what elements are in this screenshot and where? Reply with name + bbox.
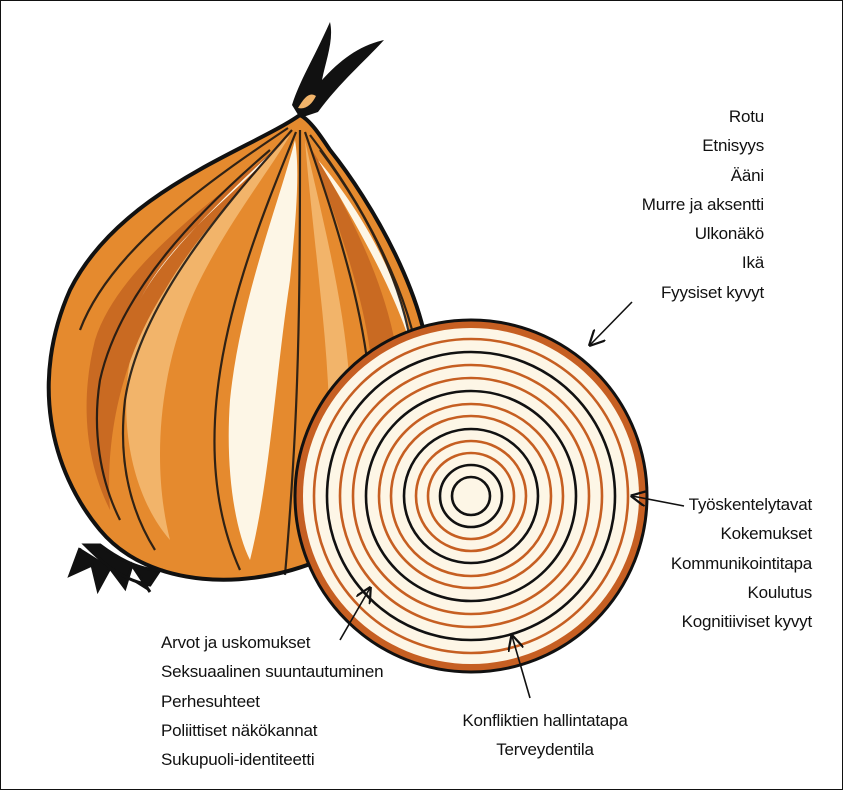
label-perhesuhteet: Perhesuhteet xyxy=(161,691,260,711)
labels-top-right: Rotu Etnisyys Ääni Murre ja aksentti Ulk… xyxy=(600,102,764,307)
labels-bottom-left: Arvot ja uskomukset Seksuaalinen suuntau… xyxy=(161,628,401,774)
label-konfliktien-hallintatapa: Konfliktien hallintatapa xyxy=(462,711,628,730)
onion-stem xyxy=(292,22,384,118)
onion-cross-section xyxy=(293,318,649,674)
label-kommunikointitapa: Kommunikointitapa xyxy=(670,553,812,573)
label-ika: Ikä xyxy=(741,253,764,273)
arrow-middle-layer xyxy=(632,496,685,507)
pointer-arrows xyxy=(339,301,685,699)
label-terveydentila: Terveydentila xyxy=(496,740,594,760)
label-aani: Ääni xyxy=(730,165,764,185)
label-tyoskentelytavat: Työskentelytavat xyxy=(688,495,813,514)
label-etnisyys: Etnisyys xyxy=(702,136,764,156)
onion-roots xyxy=(67,543,163,595)
label-kognitiiviset-kyvyt: Kognitiiviset kyvyt xyxy=(681,612,813,632)
label-sukupuoli-identiteetti: Sukupuoli-identiteetti xyxy=(161,750,315,770)
labels-middle-right: Työskentelytavat Kokemukset Kommunikoint… xyxy=(640,490,812,636)
arrow-bottom-layer xyxy=(512,636,531,699)
label-seksuaalinen-suuntautuminen: Seksuaalinen suuntautuminen xyxy=(161,662,384,682)
arrow-left-layer xyxy=(339,588,370,641)
labels-bottom-center: Konfliktien hallintatapa Terveydentila xyxy=(440,706,650,765)
label-murre-ja-aksentti: Murre ja aksentti xyxy=(641,194,764,214)
label-kokemukset: Kokemukset xyxy=(720,524,812,544)
label-fyysiset-kyvyt: Fyysiset kyvyt xyxy=(661,282,764,302)
label-arvot-ja-uskomukset: Arvot ja uskomukset xyxy=(161,633,311,652)
label-poliittiset-nakokannat: Poliittiset näkökannat xyxy=(161,720,318,740)
label-koulutus: Koulutus xyxy=(747,582,812,602)
label-rotu: Rotu xyxy=(728,107,764,126)
arrow-outer-layer xyxy=(590,301,633,345)
label-ulkonako: Ulkonäkö xyxy=(694,224,764,244)
